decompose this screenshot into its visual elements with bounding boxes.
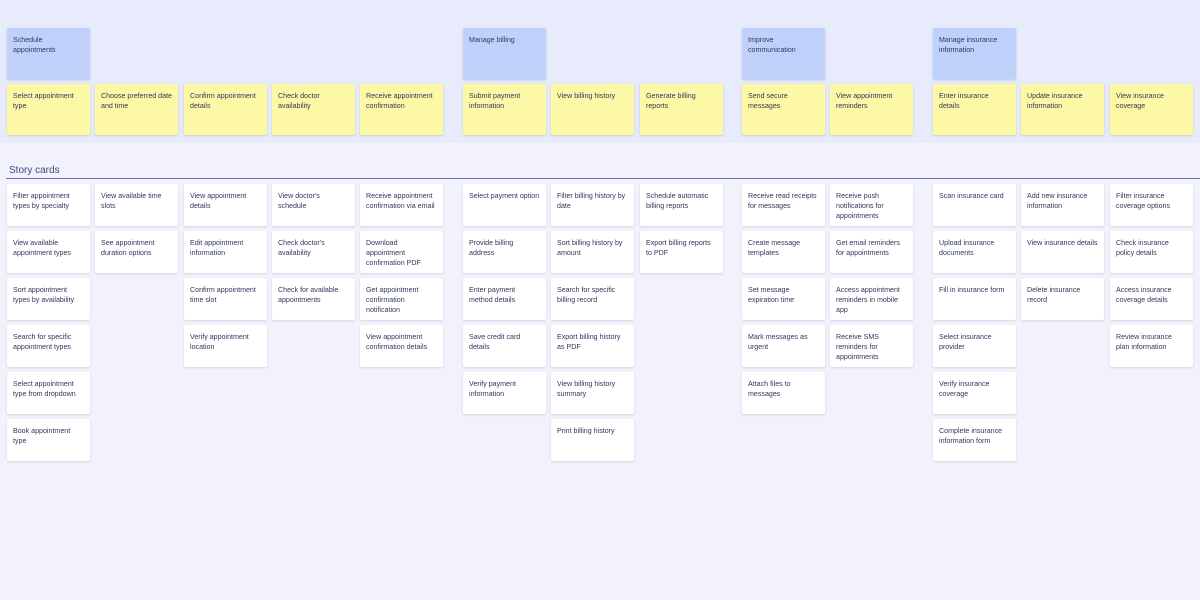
story-card-fill-in-insurance-form[interactable]: Fill in insurance form xyxy=(933,278,1016,320)
story-card-enter-payment-method-details[interactable]: Enter payment method details xyxy=(463,278,546,320)
story-card-receive-read-receipts-for-messages[interactable]: Receive read receipts for messages xyxy=(742,184,825,226)
story-card-filter-insurance-coverage-options[interactable]: Filter insurance coverage options xyxy=(1110,184,1193,226)
story-card-select-appointment-type-from-dropdown[interactable]: Select appointment type from dropdown xyxy=(7,372,90,414)
story-card-sort-appointment-types-by-availability[interactable]: Sort appointment types by availability xyxy=(7,278,90,320)
task-card-select-appointment-type[interactable]: Select appointment type xyxy=(7,84,90,135)
story-card-delete-insurance-record[interactable]: Delete insurance record xyxy=(1021,278,1104,320)
story-card-get-appointment-confirmation-notification[interactable]: Get appointment confirmation notificatio… xyxy=(360,278,443,320)
story-card-export-billing-reports-to-pdf[interactable]: Export billing reports to PDF xyxy=(640,231,723,273)
story-card-view-available-appointment-types[interactable]: View available appointment types xyxy=(7,231,90,273)
task-card-confirm-appointment-details[interactable]: Confirm appointment details xyxy=(184,84,267,135)
story-card-download-appointment-confirmation-pdf[interactable]: Download appointment confirmation PDF xyxy=(360,231,443,273)
story-card-access-appointment-reminders-in-mobile-app[interactable]: Access appointment reminders in mobile a… xyxy=(830,278,913,320)
story-card-view-billing-history-summary[interactable]: View billing history summary xyxy=(551,372,634,414)
task-card-view-appointment-reminders[interactable]: View appointment reminders xyxy=(830,84,913,135)
story-card-complete-insurance-information-form[interactable]: Complete insurance information form xyxy=(933,419,1016,461)
story-card-book-appointment-type[interactable]: Book appointment type xyxy=(7,419,90,461)
task-card-submit-payment-information[interactable]: Submit payment information xyxy=(463,84,546,135)
story-card-see-appointment-duration-options[interactable]: See appointment duration options xyxy=(95,231,178,273)
story-card-provide-billing-address[interactable]: Provide billing address xyxy=(463,231,546,273)
story-card-view-appointment-confirmation-details[interactable]: View appointment confirmation details xyxy=(360,325,443,367)
story-card-receive-appointment-confirmation-via-email[interactable]: Receive appointment confirmation via ema… xyxy=(360,184,443,226)
story-card-create-message-templates[interactable]: Create message templates xyxy=(742,231,825,273)
story-card-review-insurance-plan-information[interactable]: Review insurance plan information xyxy=(1110,325,1193,367)
story-card-verify-insurance-coverage[interactable]: Verify insurance coverage xyxy=(933,372,1016,414)
story-card-check-for-available-appointments[interactable]: Check for available appointments xyxy=(272,278,355,320)
story-card-set-message-expiration-time[interactable]: Set message expiration time xyxy=(742,278,825,320)
story-card-save-credit-card-details[interactable]: Save credit card details xyxy=(463,325,546,367)
activity-card-improve-communication[interactable]: Improve communication xyxy=(742,28,825,79)
story-card-check-doctors-availability[interactable]: Check doctor's availability xyxy=(272,231,355,273)
activity-card-manage-billing[interactable]: Manage billing xyxy=(463,28,546,79)
activity-card-manage-insurance-information[interactable]: Manage insurance information xyxy=(933,28,1016,79)
story-card-add-new-insurance-information[interactable]: Add new insurance information xyxy=(1021,184,1104,226)
story-cards-divider xyxy=(6,178,1200,179)
task-card-view-insurance-coverage[interactable]: View insurance coverage xyxy=(1110,84,1193,135)
story-card-attach-files-to-messages[interactable]: Attach files to messages xyxy=(742,372,825,414)
story-card-select-payment-option[interactable]: Select payment option xyxy=(463,184,546,226)
task-card-choose-preferred-date-and-time[interactable]: Choose preferred date and time xyxy=(95,84,178,135)
story-card-select-insurance-provider[interactable]: Select insurance provider xyxy=(933,325,1016,367)
task-card-check-doctor-availability[interactable]: Check doctor availability xyxy=(272,84,355,135)
story-card-verify-appointment-location[interactable]: Verify appointment location xyxy=(184,325,267,367)
story-card-mark-messages-as-urgent[interactable]: Mark messages as urgent xyxy=(742,325,825,367)
story-card-scan-insurance-card[interactable]: Scan insurance card xyxy=(933,184,1016,226)
task-card-generate-billing-reports[interactable]: Generate billing reports xyxy=(640,84,723,135)
story-card-search-for-specific-billing-record[interactable]: Search for specific billing record xyxy=(551,278,634,320)
story-card-receive-sms-reminders-for-appointments[interactable]: Receive SMS reminders for appointments xyxy=(830,325,913,367)
story-cards-heading: Story cards xyxy=(9,165,60,176)
task-card-send-secure-messages[interactable]: Send secure messages xyxy=(742,84,825,135)
story-card-filter-billing-history-by-date[interactable]: Filter billing history by date xyxy=(551,184,634,226)
story-card-access-insurance-coverage-details[interactable]: Access insurance coverage details xyxy=(1110,278,1193,320)
task-card-view-billing-history[interactable]: View billing history xyxy=(551,84,634,135)
story-card-view-insurance-details[interactable]: View insurance details xyxy=(1021,231,1104,273)
story-card-schedule-automatic-billing-reports[interactable]: Schedule automatic billing reports xyxy=(640,184,723,226)
story-card-view-appointment-details[interactable]: View appointment details xyxy=(184,184,267,226)
story-card-sort-billing-history-by-amount[interactable]: Sort billing history by amount xyxy=(551,231,634,273)
task-card-update-insurance-information[interactable]: Update insurance information xyxy=(1021,84,1104,135)
story-card-confirm-appointment-time-slot[interactable]: Confirm appointment time slot xyxy=(184,278,267,320)
story-card-receive-push-notifications-for-appointments[interactable]: Receive push notifications for appointme… xyxy=(830,184,913,226)
activity-card-schedule-appointments[interactable]: Schedule appointments xyxy=(7,28,90,79)
story-card-view-available-time-slots[interactable]: View available time slots xyxy=(95,184,178,226)
task-card-receive-appointment-confirmation[interactable]: Receive appointment confirmation xyxy=(360,84,443,135)
story-card-filter-appointment-types-by-specialty[interactable]: Filter appointment types by specialty xyxy=(7,184,90,226)
task-card-enter-insurance-details[interactable]: Enter insurance details xyxy=(933,84,1016,135)
story-card-edit-appointment-information[interactable]: Edit appointment information xyxy=(184,231,267,273)
story-card-export-billing-history-as-pdf[interactable]: Export billing history as PDF xyxy=(551,325,634,367)
story-card-upload-insurance-documents[interactable]: Upload insurance documents xyxy=(933,231,1016,273)
story-card-print-billing-history[interactable]: Print billing history xyxy=(551,419,634,461)
story-card-view-doctors-schedule[interactable]: View doctor's schedule xyxy=(272,184,355,226)
story-card-verify-payment-information[interactable]: Verify payment information xyxy=(463,372,546,414)
story-card-get-email-reminders-for-appointments[interactable]: Get email reminders for appointments xyxy=(830,231,913,273)
story-card-check-insurance-policy-details[interactable]: Check insurance policy details xyxy=(1110,231,1193,273)
story-card-search-for-specific-appointment-types[interactable]: Search for specific appointment types xyxy=(7,325,90,367)
